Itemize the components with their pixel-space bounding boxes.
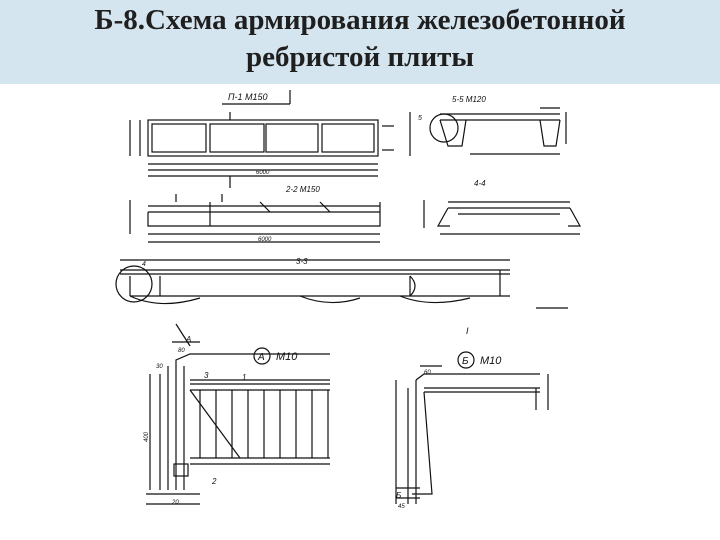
mark-2: 2 — [211, 477, 217, 486]
mark-1: 1 — [242, 373, 246, 382]
mark-4: 4 — [142, 261, 146, 268]
mark-5: 5 — [418, 115, 422, 122]
mark-3: 3 — [204, 371, 209, 380]
dim-80: 80 — [178, 348, 185, 354]
dim-45: 45 — [398, 504, 405, 510]
detail-a-label: М10 — [276, 351, 298, 363]
mark-a: А — [185, 335, 191, 344]
section-4-4 — [423, 200, 582, 235]
mark-i: I — [466, 326, 469, 336]
detail-b-marker — [457, 351, 475, 369]
title-bar: Б-8.Схема армирования железобетонной реб… — [0, 0, 720, 84]
slide-title-line-1: Б-8.Схема армирования железобетонной — [94, 4, 626, 36]
plan-total-dimension: 6000 — [256, 170, 270, 176]
detail-a — [146, 323, 330, 505]
mark-b: Б — [396, 491, 401, 500]
section-4-4-label: 4-4 — [474, 179, 486, 188]
plan-label: П-1 М150 — [228, 92, 268, 102]
section-5-5-label: 5-5 М120 — [452, 95, 486, 104]
detail-a-letter: А — [257, 352, 265, 363]
detail-b — [395, 365, 549, 504]
section-3-3 — [115, 259, 568, 309]
section-2-2-dimension: 6000 — [258, 237, 272, 243]
dim-30: 30 — [156, 364, 163, 370]
dim-60: 60 — [424, 370, 431, 376]
detail-a-height-dimension: 400 — [144, 431, 150, 442]
dim-20: 20 — [171, 500, 179, 506]
detail-b-label: М10 — [480, 355, 502, 367]
reinforcement-drawing: П-1 М150 6000 5-5 М120 — [115, 90, 582, 510]
plan-view — [129, 90, 394, 188]
detail-b-letter: Б — [462, 356, 469, 367]
section-5-5 — [409, 107, 567, 156]
section-2-2 — [129, 194, 381, 243]
section-2-2-label: 2-2 М150 — [285, 185, 320, 194]
detail-a-marker — [253, 347, 271, 365]
section-3-3-label: 3-3 — [296, 257, 308, 266]
slide-title-line-2: ребристой плиты — [245, 41, 475, 73]
